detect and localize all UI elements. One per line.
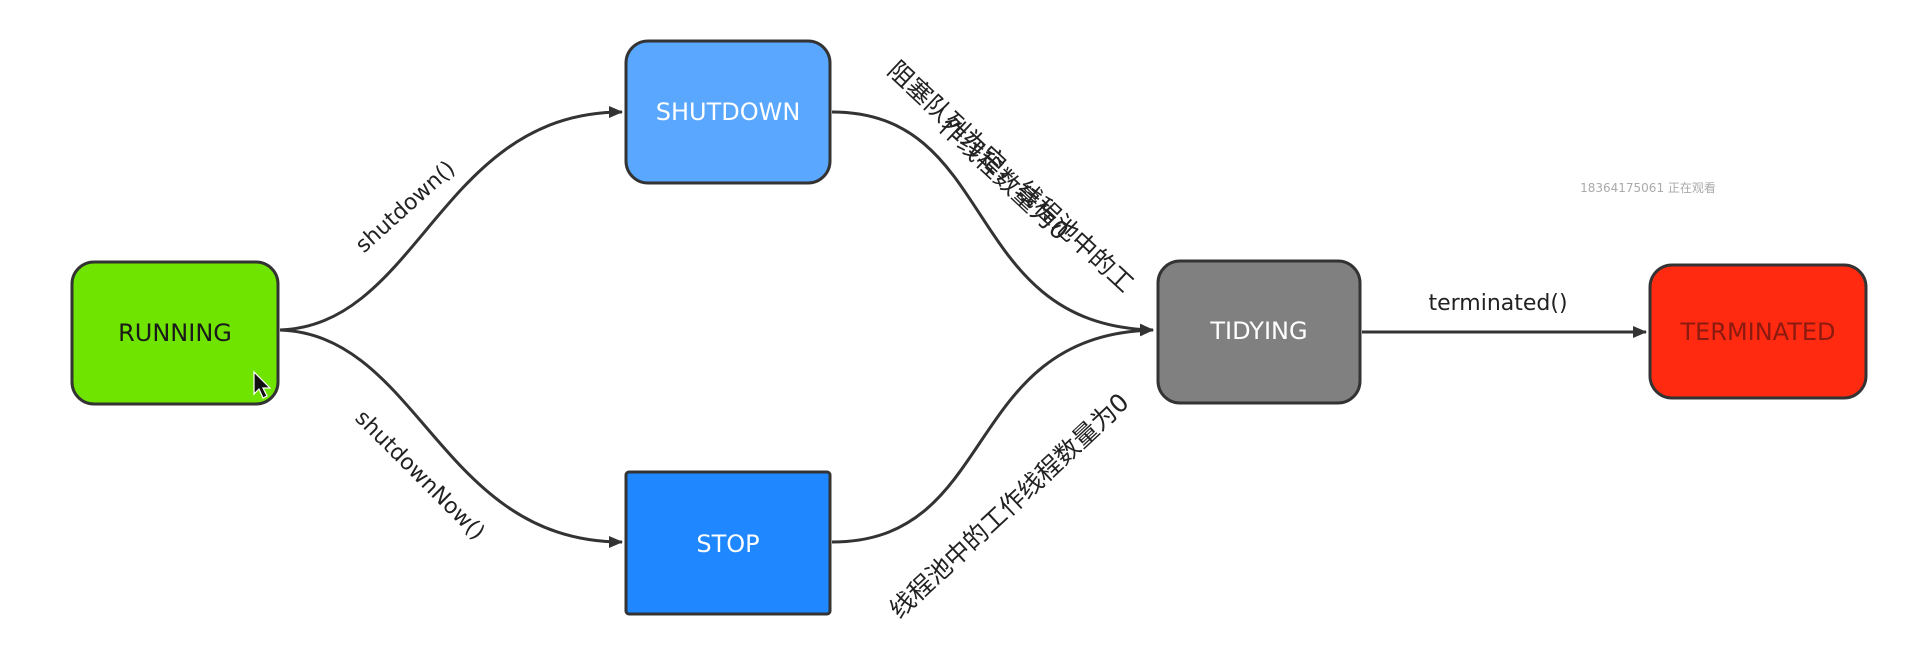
edge-stop-to-tidying	[831, 324, 1154, 544]
state-running-label: RUNNING	[118, 319, 232, 347]
state-terminated-box	[1648, 263, 1868, 400]
state-tidying: TIDYING	[1156, 259, 1362, 405]
state-stop-box	[624, 470, 832, 616]
state-tidying-box	[1156, 259, 1362, 405]
state-running: RUNNING	[70, 260, 280, 406]
state-shutdown-label: SHUTDOWN	[656, 98, 801, 126]
edge-shutdown-to-tidying	[831, 110, 1154, 336]
edge-running-to-stop	[279, 328, 623, 548]
state-running-box	[70, 260, 280, 406]
state-stop-label: STOP	[696, 530, 759, 558]
label-stop-to-tidying: 线程池中的工作线程数量为0	[884, 387, 1135, 624]
state-terminated-label: TERMINATED	[1679, 318, 1835, 346]
mouse-cursor-icon	[253, 370, 272, 399]
state-stop: STOP	[624, 470, 832, 616]
state-terminated: TERMINATED	[1648, 263, 1868, 400]
viewer-watermark: 18364175061 正在观看	[1580, 181, 1716, 195]
edge-running-to-shutdown	[279, 106, 623, 332]
label-terminated-call: terminated()	[1428, 291, 1567, 316]
state-shutdown: SHUTDOWN	[624, 39, 832, 185]
state-shutdown-box	[624, 39, 832, 185]
state-tidying-label: TIDYING	[1209, 317, 1307, 345]
